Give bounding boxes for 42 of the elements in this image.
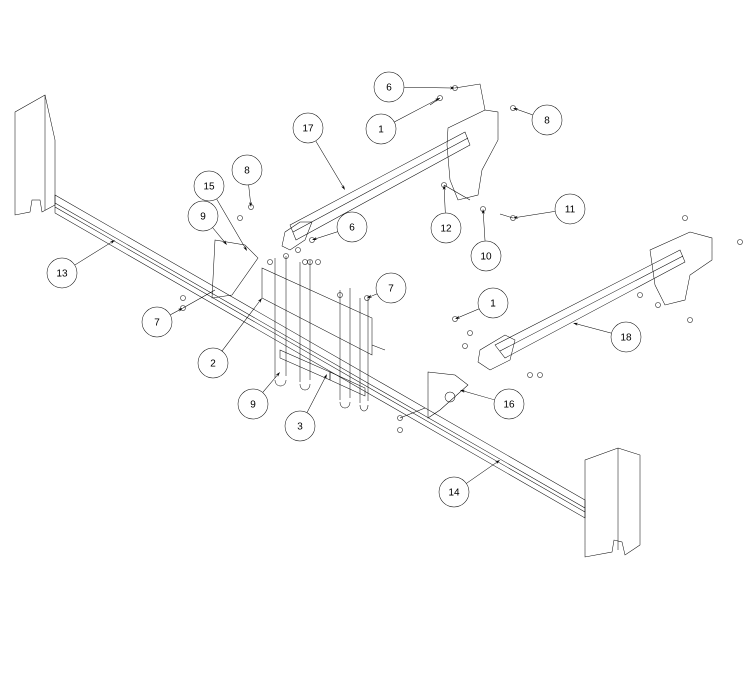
leader-line (394, 98, 440, 122)
leader-line (460, 390, 495, 400)
leader-line (514, 108, 533, 116)
leader-line (456, 308, 480, 319)
leader-line (574, 322, 612, 334)
callout-number: 8 (232, 154, 262, 186)
callout-number: 17 (292, 112, 324, 144)
leader-line (170, 308, 182, 316)
callout-number: 15 (194, 170, 224, 202)
leader-line (306, 374, 327, 413)
callout-number: 10 (470, 240, 502, 272)
leader-line (216, 198, 247, 250)
callout-number: 8 (532, 104, 562, 136)
leader-line (442, 186, 446, 214)
leader-line (482, 210, 486, 242)
callout-number: 11 (554, 194, 586, 224)
callout-number: 13 (46, 258, 78, 288)
callout-number: 1 (366, 114, 396, 144)
callout-number: 12 (430, 212, 462, 244)
leader-line (212, 228, 227, 245)
callout-number: 9 (238, 388, 268, 420)
callout-number: 14 (438, 476, 470, 508)
leader-line (222, 298, 262, 352)
callout-number: 6 (374, 72, 404, 102)
callout-number: 3 (284, 410, 316, 442)
leader-line (248, 184, 252, 206)
leader-line (466, 460, 500, 484)
callout-number: 9 (188, 200, 218, 232)
callout-number: 2 (198, 348, 228, 378)
leader-line (404, 86, 454, 90)
callout-number: 1 (478, 288, 508, 318)
leader-line (514, 211, 556, 219)
leader-line (312, 231, 338, 240)
leader-line (74, 240, 115, 266)
leader-line (368, 294, 378, 298)
callout-number: 7 (142, 306, 172, 338)
callout-number: 16 (494, 388, 524, 420)
leader-line (316, 140, 345, 190)
callout-number: 7 (376, 272, 406, 304)
callout-number: 6 (336, 212, 368, 242)
callout-number: 18 (610, 322, 642, 352)
leader-line (262, 372, 280, 393)
